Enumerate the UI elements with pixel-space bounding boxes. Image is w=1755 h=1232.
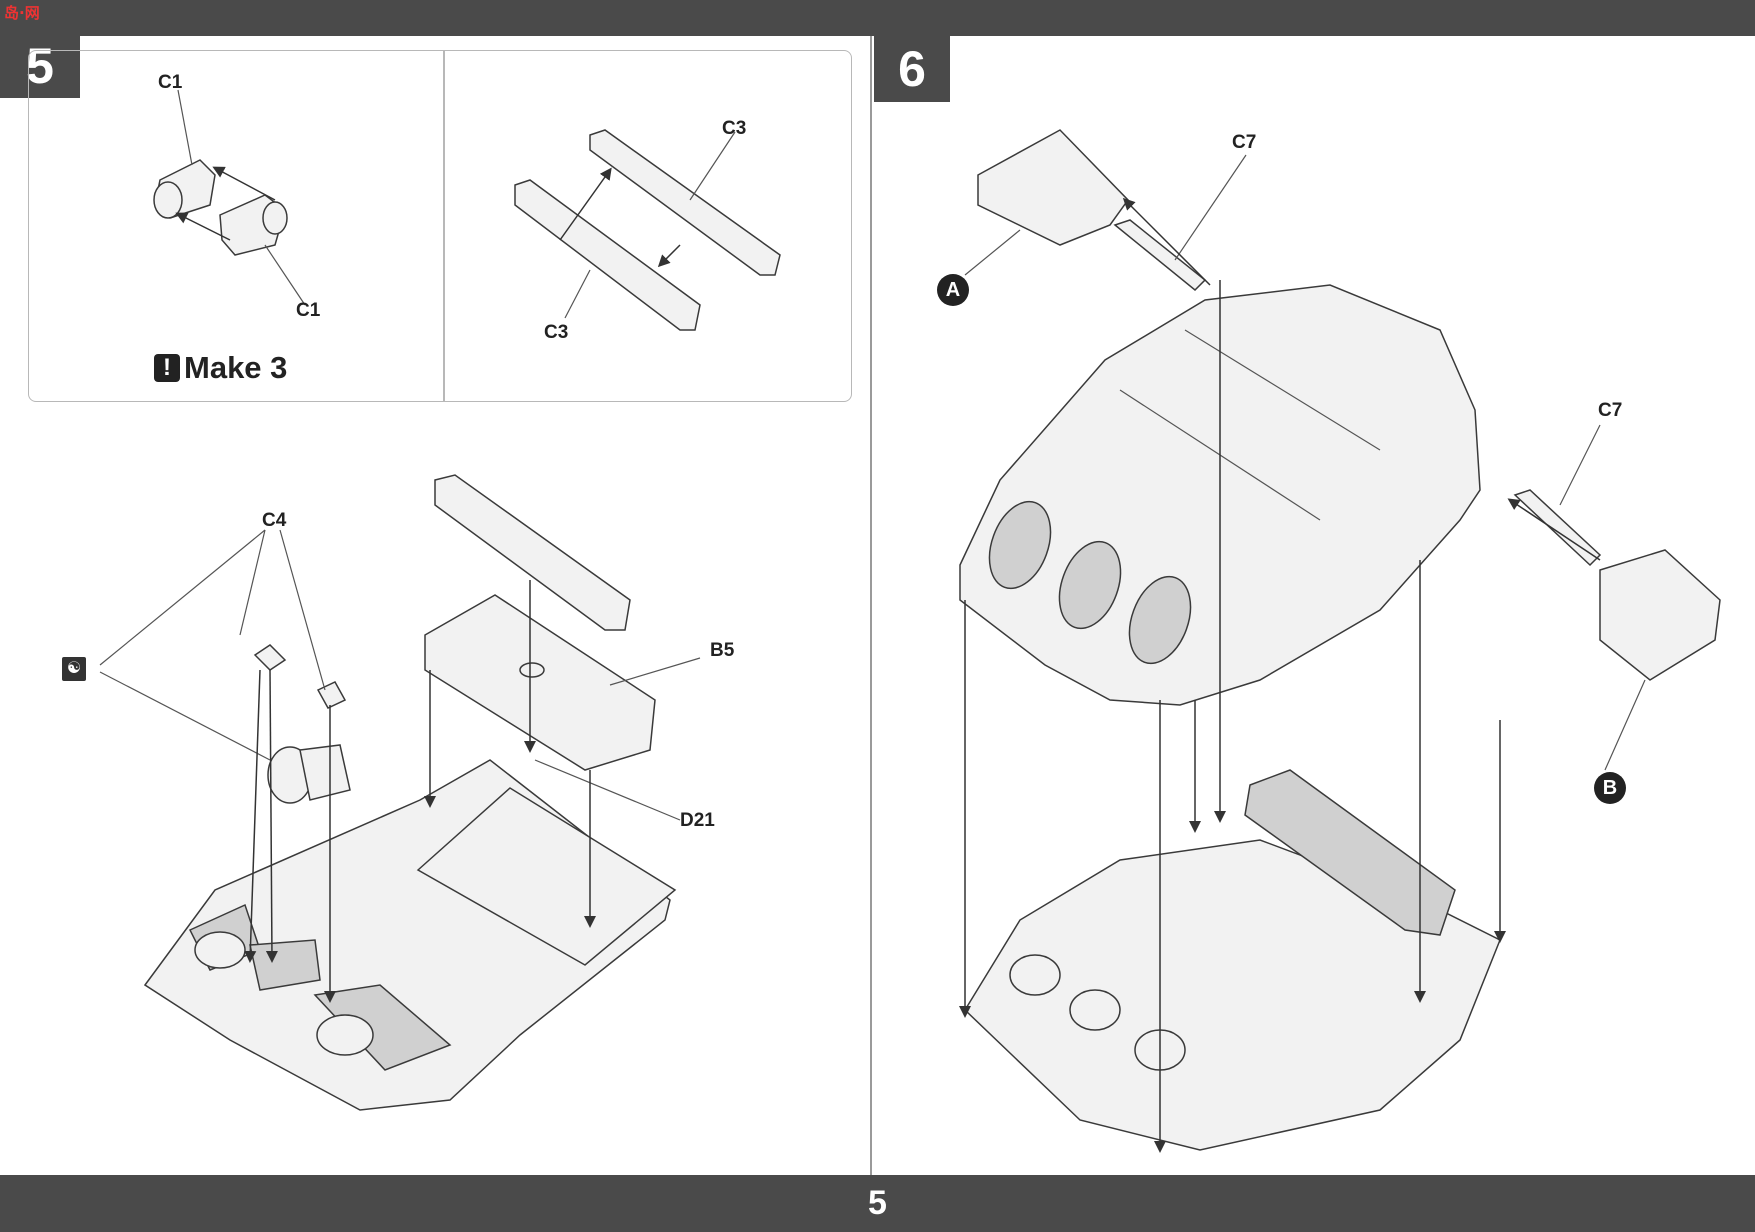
cement-icon: ☯	[62, 657, 86, 681]
step6-turret	[959, 129, 1721, 1153]
label-c1-top: C1	[158, 72, 183, 93]
make-note-text: Make 3	[184, 350, 288, 385]
page-number: 5	[868, 1184, 887, 1222]
label-c7-right: C7	[1598, 400, 1623, 421]
subassembly-divider	[443, 51, 445, 401]
label-c1-bottom: C1	[296, 300, 321, 321]
make-note: ! Make 3	[154, 350, 287, 386]
c1-subassembly	[153, 89, 306, 306]
step-6-badge: 6	[874, 36, 950, 102]
c3-subassembly	[514, 129, 781, 331]
label-c7-top: C7	[1232, 132, 1257, 153]
warning-icon: !	[154, 354, 180, 382]
callout-a: A	[937, 274, 969, 306]
label-d21: D21	[680, 810, 715, 831]
step5-hull-floor	[99, 474, 701, 1111]
label-c3-top: C3	[722, 118, 747, 139]
label-c4: C4	[262, 510, 287, 531]
label-c3-bottom: C3	[544, 322, 569, 343]
watermark-logo: 岛·网	[4, 4, 40, 22]
callout-b: B	[1594, 772, 1626, 804]
label-b5: B5	[710, 640, 735, 661]
step-5-badge: 5	[0, 34, 80, 98]
step5-subassembly-box	[28, 50, 852, 402]
page-divider	[870, 36, 872, 1175]
top-band	[0, 0, 1755, 36]
bottom-band	[0, 1175, 1755, 1232]
